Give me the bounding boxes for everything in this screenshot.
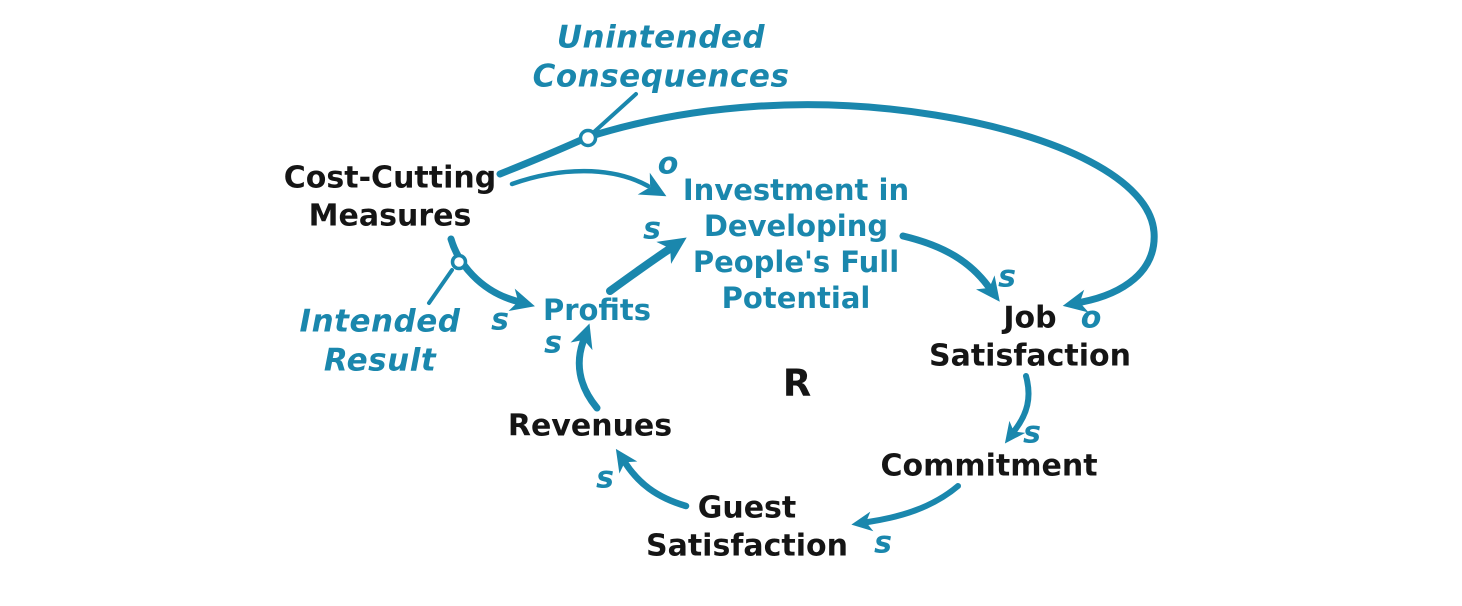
polarity-profits-investment: s xyxy=(643,211,661,247)
arrow-commitment-to-guest-satisfaction xyxy=(851,483,961,532)
polarity-investment-job: s xyxy=(998,259,1016,295)
polarity-cc-profits: s xyxy=(491,302,509,338)
polarity-job-commitment: s xyxy=(1023,415,1041,451)
annotation-unintended-consequences: Unintended Consequences xyxy=(532,19,790,94)
polarity-guest-revenues: s xyxy=(596,460,614,496)
node-investment: Investment in Developing People's Full P… xyxy=(682,173,910,315)
arrow-investment-to-job-satisfaction xyxy=(899,232,1000,302)
polarity-commitment-guest: s xyxy=(874,525,892,561)
intended-pointer-line xyxy=(427,268,454,305)
node-revenues: Revenues xyxy=(507,408,673,444)
intended-attach-circle xyxy=(450,253,468,271)
polarity-revenues-profits: s xyxy=(544,325,562,361)
polarity-curve-job: o xyxy=(1080,300,1102,336)
node-guest-satisfaction: Guest Satisfaction xyxy=(645,490,849,564)
loop-label-r: R xyxy=(782,361,812,405)
unintended-attach-circle xyxy=(578,128,598,148)
node-cost-cutting-measures: Cost-Cutting Measures xyxy=(283,160,497,234)
polarity-cc-investment: o xyxy=(657,146,679,182)
arrow-cost-cutting-to-profits xyxy=(447,235,535,311)
arrow-profits-to-investment xyxy=(606,237,687,295)
node-profits: Profits xyxy=(542,293,652,328)
node-commitment: Commitment xyxy=(880,448,1098,484)
annotation-intended-result: Intended Result xyxy=(299,303,461,378)
arrow-guest-satisfaction-to-revenues xyxy=(615,448,690,510)
arrow-revenues-to-profits xyxy=(570,323,601,412)
node-job-satisfaction: Job Satisfaction xyxy=(928,300,1132,374)
arrow-job-satisfaction-to-commitment xyxy=(1004,373,1032,444)
unintended-pointer-line xyxy=(592,92,638,134)
arrow-cost-cutting-to-investment xyxy=(509,168,667,197)
